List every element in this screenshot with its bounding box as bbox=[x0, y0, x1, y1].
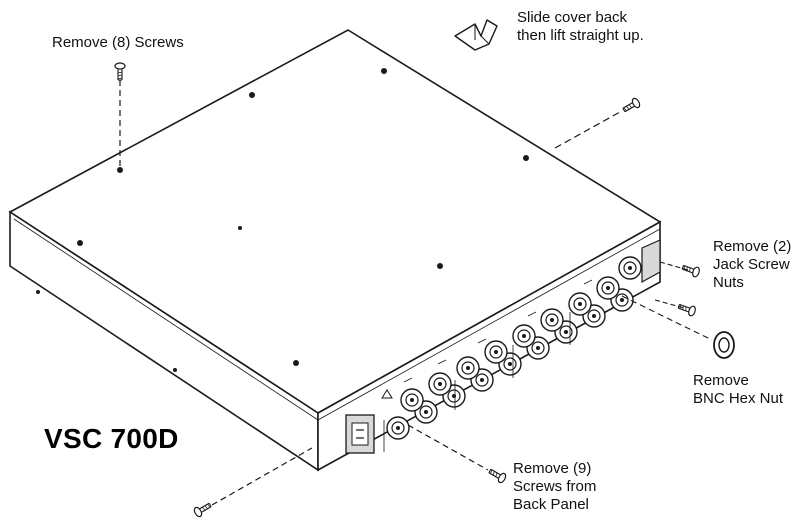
screw-hole bbox=[293, 360, 299, 366]
callout-line: Remove (2) bbox=[713, 238, 792, 255]
callout-line: Remove bbox=[693, 372, 749, 389]
screw-icon bbox=[620, 96, 642, 115]
callout-line: Back Panel bbox=[513, 496, 589, 513]
top-screw-removed bbox=[114, 62, 126, 166]
screw-hole bbox=[173, 368, 177, 372]
callout-line: Remove (9) bbox=[513, 460, 592, 477]
callout-line: BNC Hex Nut bbox=[693, 390, 784, 407]
callout-remove-top-screws: Remove (8) Screws bbox=[52, 34, 184, 52]
screw-hole bbox=[36, 290, 40, 294]
callout-line: then lift straight up. bbox=[517, 27, 644, 44]
back-panel-connectors bbox=[345, 239, 661, 454]
screw-hole bbox=[381, 68, 387, 74]
slide-cover-arrow-icon bbox=[454, 19, 498, 51]
screw-icon bbox=[114, 62, 126, 81]
model-label: VSC 700D bbox=[44, 423, 179, 454]
bnc-hex-nut-removed bbox=[621, 295, 735, 359]
callout-bnc-hex-nut: Remove BNC Hex Nut bbox=[693, 372, 783, 408]
device-body bbox=[8, 29, 662, 472]
screw-hole bbox=[238, 226, 242, 230]
callout-line: Jack Screw bbox=[713, 256, 790, 273]
top-screw-holes bbox=[36, 68, 529, 372]
jack-screws-removed bbox=[654, 261, 702, 318]
callout-slide-cover: Slide cover back then lift straight up. bbox=[517, 9, 644, 45]
callout-back-panel-screws: Remove (9) Screws from Back Panel bbox=[513, 460, 596, 514]
dsub-connector bbox=[641, 239, 661, 284]
back-panel-screw-removed bbox=[407, 424, 508, 485]
bottom-screw-removed bbox=[192, 447, 313, 519]
screw-icon bbox=[192, 500, 214, 519]
screw-icon bbox=[486, 466, 508, 485]
screw-hole bbox=[117, 167, 123, 173]
screw-hole bbox=[249, 92, 255, 98]
screw-hole bbox=[523, 155, 529, 161]
jack-screw-icon bbox=[676, 300, 698, 318]
side-screw-removed bbox=[554, 96, 642, 149]
screw-hole bbox=[77, 240, 83, 246]
device-top-cover bbox=[8, 29, 662, 414]
screw-hole bbox=[437, 263, 443, 269]
hex-nut-icon bbox=[713, 331, 735, 359]
callout-line: Nuts bbox=[713, 274, 744, 291]
callout-line: Remove (8) Screws bbox=[52, 34, 184, 51]
jack-screw-icon bbox=[680, 261, 702, 279]
callout-jack-screw-nuts: Remove (2) Jack Screw Nuts bbox=[713, 238, 791, 292]
callout-line: Screws from bbox=[513, 478, 597, 495]
callout-line: Slide cover back bbox=[517, 9, 628, 26]
